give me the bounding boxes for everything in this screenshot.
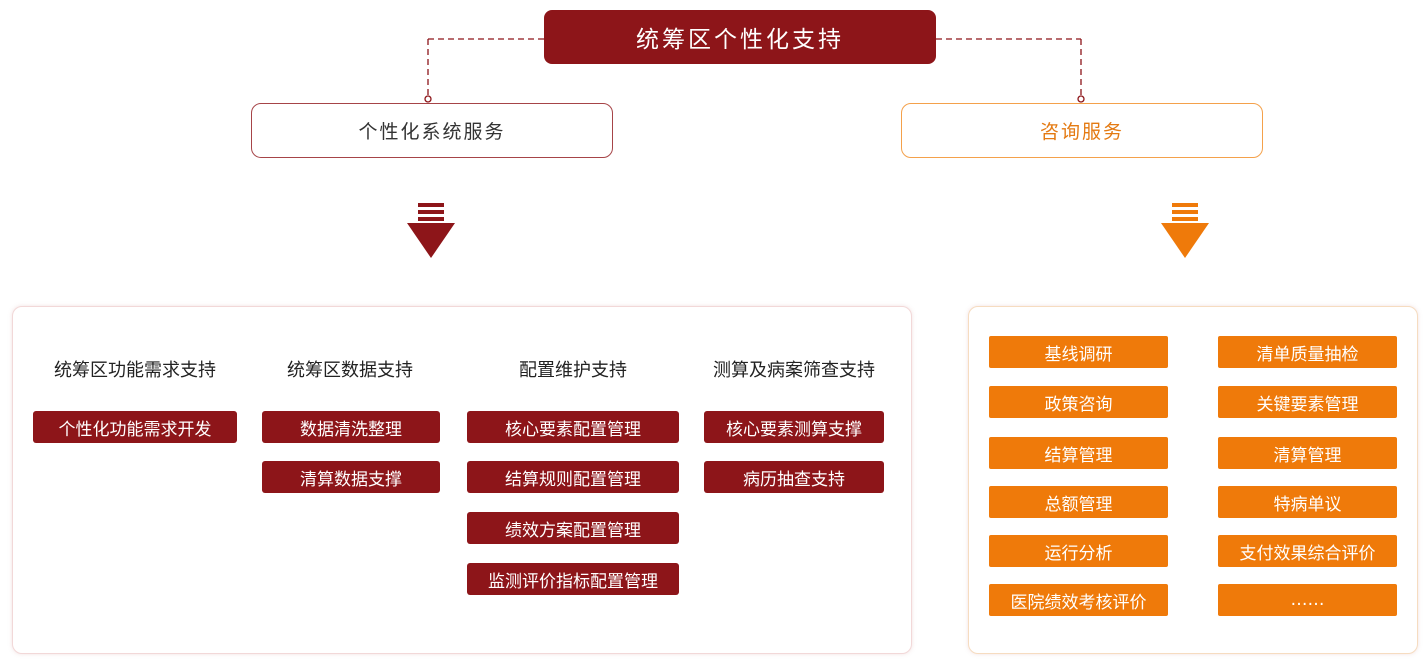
- item-settlement-rules: 结算规则配置管理: [467, 461, 679, 493]
- consult-item-total: 总额管理: [989, 486, 1168, 518]
- item-core-calculation: 核心要素测算支撑: [704, 411, 884, 443]
- consulting-service-title: 咨询服务: [1039, 121, 1124, 143]
- connector-dot-right: [1077, 95, 1085, 103]
- item-performance-plan: 绩效方案配置管理: [467, 512, 679, 544]
- consult-item-baseline: 基线调研: [989, 336, 1168, 368]
- connector-dot-left: [424, 95, 432, 103]
- item-clearing-data: 清算数据支撑: [262, 461, 440, 493]
- column-title-function: 统筹区功能需求支持: [54, 360, 216, 381]
- root-title-box: 统筹区个性化支持: [544, 10, 936, 64]
- consult-item-quality-check: 清单质量抽检: [1218, 336, 1397, 368]
- consult-item-ellipsis: ……: [1218, 584, 1397, 616]
- consult-item-operation: 运行分析: [989, 535, 1168, 567]
- personalized-service-title: 个性化系统服务: [358, 121, 506, 143]
- root-title: 统筹区个性化支持: [636, 27, 844, 53]
- personalized-service-box: 个性化系统服务: [251, 103, 613, 158]
- consult-item-payment-eval: 支付效果综合评价: [1218, 535, 1397, 567]
- consult-item-clearing: 清算管理: [1218, 437, 1397, 469]
- consult-item-key-elements: 关键要素管理: [1218, 386, 1397, 418]
- column-title-config: 配置维护支持: [519, 360, 627, 381]
- down-arrow-icon-left: [407, 203, 455, 258]
- item-data-cleaning: 数据清洗整理: [262, 411, 440, 443]
- column-title-data: 统筹区数据支持: [287, 360, 413, 381]
- column-title-calculation: 测算及病案筛查支持: [713, 360, 875, 381]
- item-personalized-dev: 个性化功能需求开发: [33, 411, 237, 443]
- dashed-connector-left: [427, 38, 544, 97]
- consult-item-policy: 政策咨询: [989, 386, 1168, 418]
- consult-item-settlement: 结算管理: [989, 437, 1168, 469]
- dashed-connector-right: [936, 38, 1082, 97]
- consult-item-special-disease: 特病单议: [1218, 486, 1397, 518]
- item-core-config: 核心要素配置管理: [467, 411, 679, 443]
- down-arrow-icon-right: [1161, 203, 1209, 258]
- consult-item-hospital-eval: 医院绩效考核评价: [989, 584, 1168, 616]
- item-record-sampling: 病历抽查支持: [704, 461, 884, 493]
- consulting-service-box: 咨询服务: [901, 103, 1263, 158]
- item-monitoring-indicators: 监测评价指标配置管理: [467, 563, 679, 595]
